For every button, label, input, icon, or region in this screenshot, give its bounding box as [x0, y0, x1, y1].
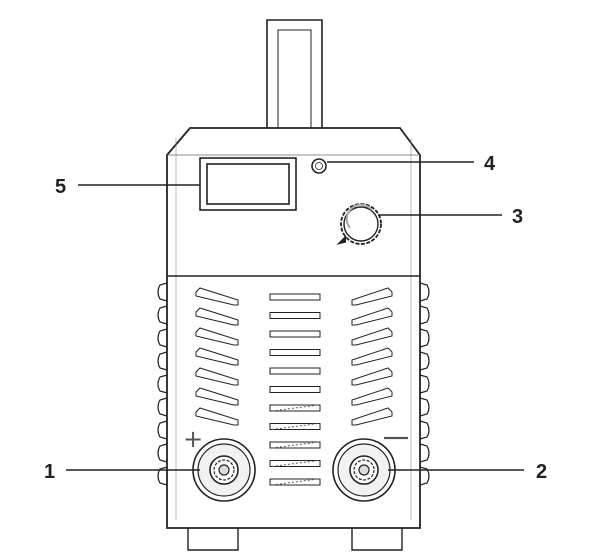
leader-lines	[66, 161, 524, 471]
vent-slot-right	[351, 307, 393, 326]
fin-left	[157, 443, 168, 463]
current-adjust-knob	[336, 203, 382, 245]
fin-left	[157, 328, 168, 348]
vent-slot-right	[351, 367, 393, 386]
fin-right	[419, 282, 430, 302]
positive-sign: +	[183, 425, 203, 453]
fin-right	[419, 420, 430, 440]
fin-right	[419, 443, 430, 463]
vent-slot-right	[351, 327, 393, 346]
display-window	[199, 157, 297, 211]
vent-slot-center	[269, 293, 321, 301]
fin-left	[157, 420, 168, 440]
callout-2: 2	[536, 461, 547, 483]
vent-slot-center	[269, 423, 321, 430]
callout-3: 3	[512, 206, 523, 228]
vent-slots-right	[351, 287, 393, 426]
fin-right	[419, 466, 430, 486]
vent-slot-left	[195, 287, 239, 306]
fin-right	[419, 374, 430, 394]
vent-slot-left	[195, 367, 239, 386]
fin-right	[419, 397, 430, 417]
fin-left	[157, 305, 168, 325]
vent-slots-left	[195, 287, 239, 426]
fin-left	[157, 397, 168, 417]
cooling-fins-left	[157, 282, 168, 486]
vent-slot-center	[269, 330, 321, 338]
carry-handle	[266, 19, 323, 128]
fin-left	[157, 282, 168, 302]
vent-slot-center	[269, 441, 321, 449]
vent-slot-center	[269, 349, 321, 356]
fin-right	[419, 328, 430, 348]
vent-slot-center	[269, 386, 321, 393]
vent-slot-right	[351, 407, 393, 426]
vent-slot-left	[195, 407, 239, 426]
vent-slot-center	[269, 478, 321, 486]
callout-1: 1	[44, 461, 55, 483]
vent-slots-center	[269, 293, 321, 486]
callout-5: 5	[55, 176, 66, 198]
fin-right	[419, 351, 430, 371]
vent-slot-left	[195, 387, 239, 406]
fin-right	[419, 305, 430, 325]
vent-slot-center	[269, 312, 321, 319]
indicator-light	[311, 158, 327, 174]
vent-slot-left	[195, 347, 239, 366]
fin-left	[157, 374, 168, 394]
cooling-fins-right	[419, 282, 430, 486]
feet	[187, 525, 403, 551]
vent-slot-right	[351, 387, 393, 406]
callout-4: 4	[484, 153, 496, 175]
vent-slot-right	[351, 287, 393, 306]
vent-slot-center	[269, 460, 321, 467]
vent-slot-left	[195, 327, 239, 346]
fin-left	[157, 351, 168, 371]
positive-output-terminal	[192, 438, 256, 502]
vent-slot-center	[269, 367, 321, 375]
vent-slot-left	[195, 307, 239, 326]
vent-slot-right	[351, 347, 393, 366]
negative-output-terminal	[332, 438, 396, 502]
vent-slot-center	[269, 404, 321, 412]
fin-left	[157, 466, 168, 486]
